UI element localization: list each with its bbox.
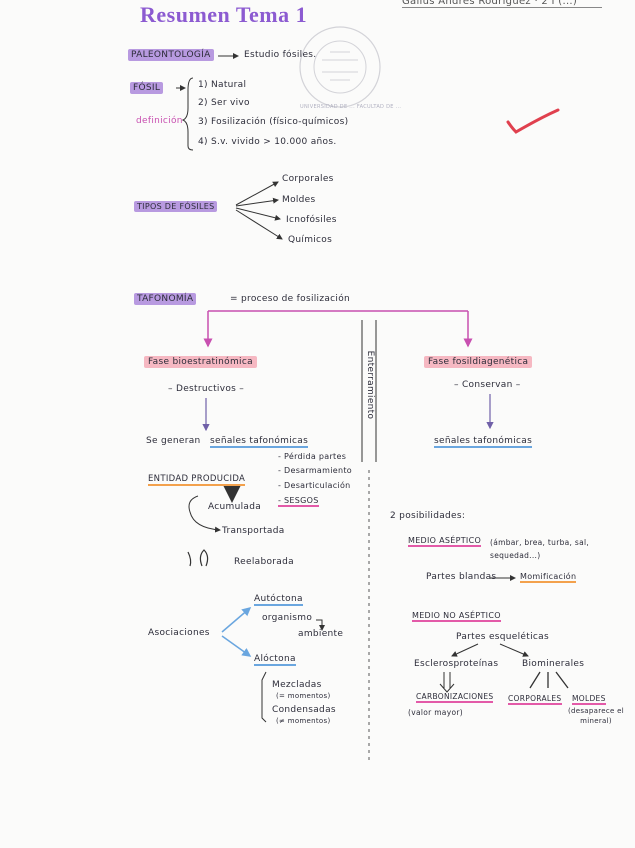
label-condensadas: Condensadas — [272, 705, 336, 715]
bullet-desarticulacion: - Desarticulación — [278, 481, 351, 490]
page-title: Resumen Tema 1 — [140, 2, 308, 27]
label-aloctona: Alóctona — [254, 654, 296, 666]
label-ambiente: ambiente — [298, 629, 344, 639]
label-mezcladas-sub: (= momentos) — [276, 692, 331, 700]
fosil-definicion-label: definición — [136, 116, 183, 126]
student-name: Gallus Andrés Rodríguez · 2 I (...) — [402, 0, 602, 8]
stamp-text: UNIVERSIDAD DE ... FACULTAD DE ... — [300, 104, 402, 110]
label-esclerosproteinas: Esclerosproteínas — [414, 659, 499, 669]
medio-no-aseptico: Medio no aséptico — [412, 611, 501, 622]
entidad-producida: Entidad producida — [148, 474, 246, 486]
university-stamp — [299, 26, 381, 108]
tipo-icnofosiles: Icnofósiles — [286, 215, 337, 225]
label-conservan: – Conservan – — [454, 380, 521, 390]
label-moldes-right: Moldes — [572, 694, 606, 705]
label-moldes-sub: (desaparece el mineral) — [567, 707, 624, 725]
label-condensadas-sub: (≠ momentos) — [276, 717, 331, 725]
fosil-item-1: 1) Natural — [198, 80, 247, 90]
term-paleontologia: Paleontología — [128, 49, 214, 61]
label-reelaborada: Reelaborada — [234, 557, 294, 567]
bullet-sesgos: - Sesgos — [278, 496, 319, 507]
label-transportada: Transportada — [222, 526, 285, 536]
label-partes-blandas: Partes blandas — [426, 572, 497, 582]
medio-aseptico: Medio aséptico — [408, 536, 482, 547]
label-autoctona: Autóctona — [254, 594, 303, 606]
label-momificacion: Momificación — [520, 572, 577, 583]
tipo-quimicos: Químicos — [288, 235, 333, 245]
label-asociaciones: Asociaciones — [148, 628, 210, 638]
bullet-perdida: - Pérdida partes — [278, 452, 347, 461]
fase-fosildiagenetica: Fase fosildiagenética — [424, 356, 533, 368]
desc-tafonomia: = proceso de fosilización — [230, 294, 351, 304]
label-corporales-right: Corporales — [508, 694, 562, 705]
label-mezcladas: Mezcladas — [272, 680, 322, 690]
senales-tafonomicas-right: señales tafonómicas — [434, 436, 533, 448]
label-carbonizaciones: Carbonizaciones — [416, 692, 494, 703]
label-enterramiento: Enterramiento — [365, 350, 375, 420]
label-se-generan: Se generan — [146, 436, 201, 446]
label-destructivos: – Destructivos – — [168, 384, 245, 394]
fosil-item-2: 2) Ser vivo — [198, 98, 250, 108]
label-partes-esqueleticas: Partes esqueléticas — [456, 632, 549, 642]
check-mark-icon — [506, 108, 560, 134]
desc-paleontologia: Estudio fósiles. — [244, 50, 317, 60]
fosil-item-3: 3) Fosilización (físico-químicos) — [198, 117, 349, 127]
senales-tafonomicas-left: señales tafonómicas — [210, 436, 309, 448]
label-organismo: organismo — [262, 613, 313, 623]
label-posibilidades: 2 posibilidades: — [390, 511, 466, 521]
label-biominerales: Biominerales — [522, 659, 585, 669]
medio-aseptico-desc: (ámbar, brea, turba, sal, sequedad...) — [490, 538, 590, 560]
bullet-desarmamiento: - Desarmamiento — [278, 466, 352, 475]
fase-bioestratinomica: Fase bioestratinómica — [144, 356, 257, 368]
tipo-moldes: Moldes — [282, 195, 316, 205]
fosil-item-4: 4) S.v. vivido > 10.000 años. — [198, 137, 337, 147]
term-fosil: Fósil — [130, 82, 164, 94]
label-carbonizaciones-sub: (valor mayor) — [408, 708, 463, 717]
label-acumulada: Acumulada — [208, 502, 262, 512]
term-tipos-fosiles: Tipos de fósiles — [134, 201, 218, 212]
tipo-corporales: Corporales — [282, 174, 334, 184]
term-tafonomia: Tafonomía — [134, 293, 197, 305]
